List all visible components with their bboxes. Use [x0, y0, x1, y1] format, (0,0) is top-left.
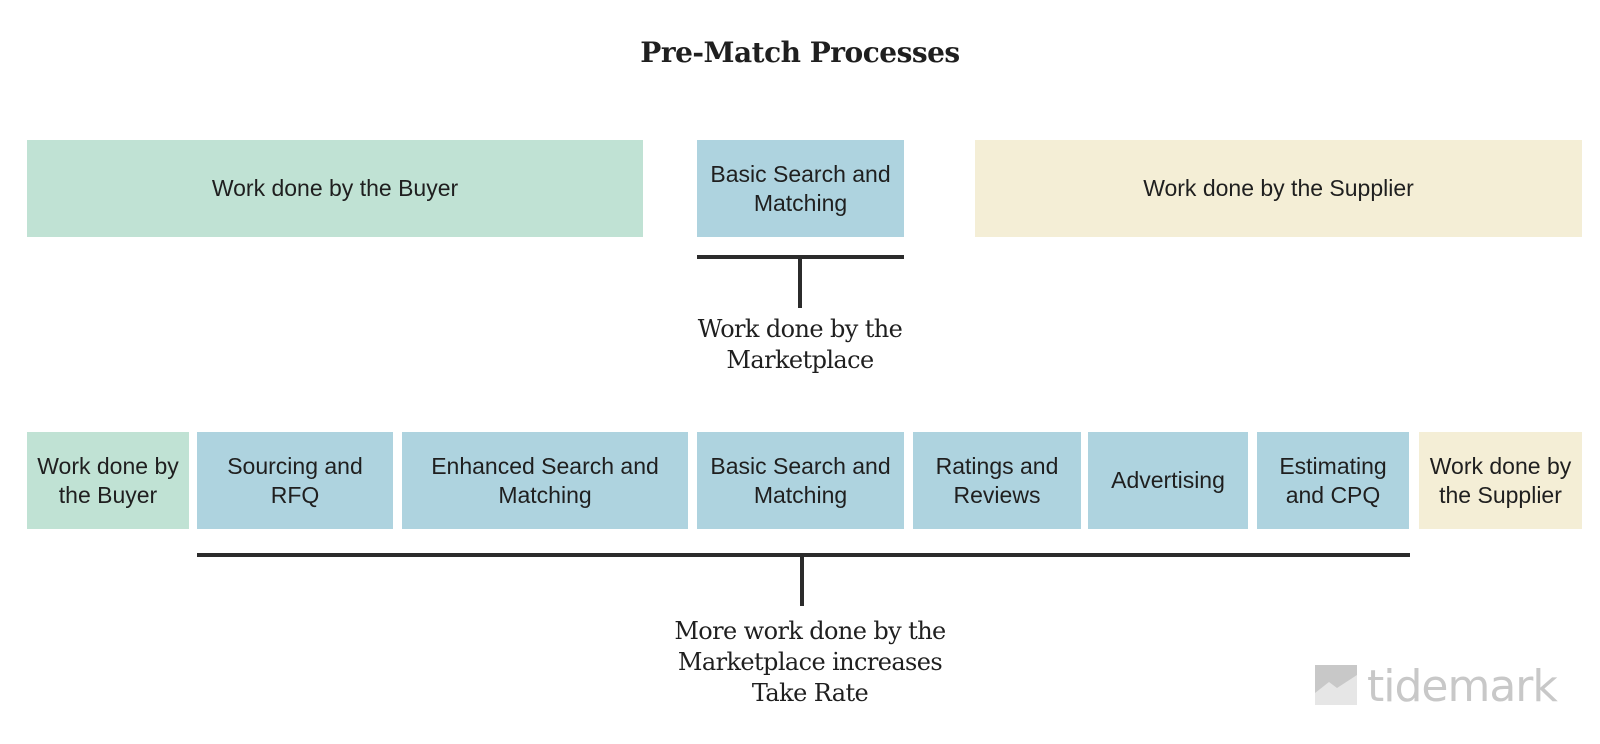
top-bracket-stem — [798, 259, 802, 308]
bottom-buyer-box: Work done by the Buyer — [27, 432, 189, 529]
sourcing-rfq-box: Sourcing and RFQ — [197, 432, 393, 529]
tidemark-logo-icon — [1315, 664, 1357, 710]
top-bracket-line — [697, 255, 904, 259]
tidemark-logo: tidemark — [1315, 661, 1558, 712]
top-basic-search-box: Basic Search and Matching — [697, 140, 904, 237]
bottom-marketplace-caption: More work done by the Marketplace increa… — [674, 617, 946, 707]
ratings-reviews-box: Ratings and Reviews — [913, 432, 1081, 529]
estimating-cpq-box: Estimating and CPQ — [1257, 432, 1409, 529]
bottom-supplier-box: Work done by the Supplier — [1419, 432, 1582, 529]
top-buyer-box: Work done by the Buyer — [27, 140, 643, 237]
diagram-title: Pre-Match Processes — [640, 36, 960, 69]
top-marketplace-caption: Work done by the Marketplace — [697, 315, 903, 374]
bottom-bracket-stem — [800, 557, 804, 606]
basic-search-box: Basic Search and Matching — [697, 432, 904, 529]
enhanced-search-box: Enhanced Search and Matching — [402, 432, 688, 529]
tidemark-logo-text: tidemark — [1367, 661, 1558, 712]
bottom-bracket-line — [197, 553, 1410, 557]
top-supplier-box: Work done by the Supplier — [975, 140, 1582, 237]
advertising-box: Advertising — [1088, 432, 1248, 529]
